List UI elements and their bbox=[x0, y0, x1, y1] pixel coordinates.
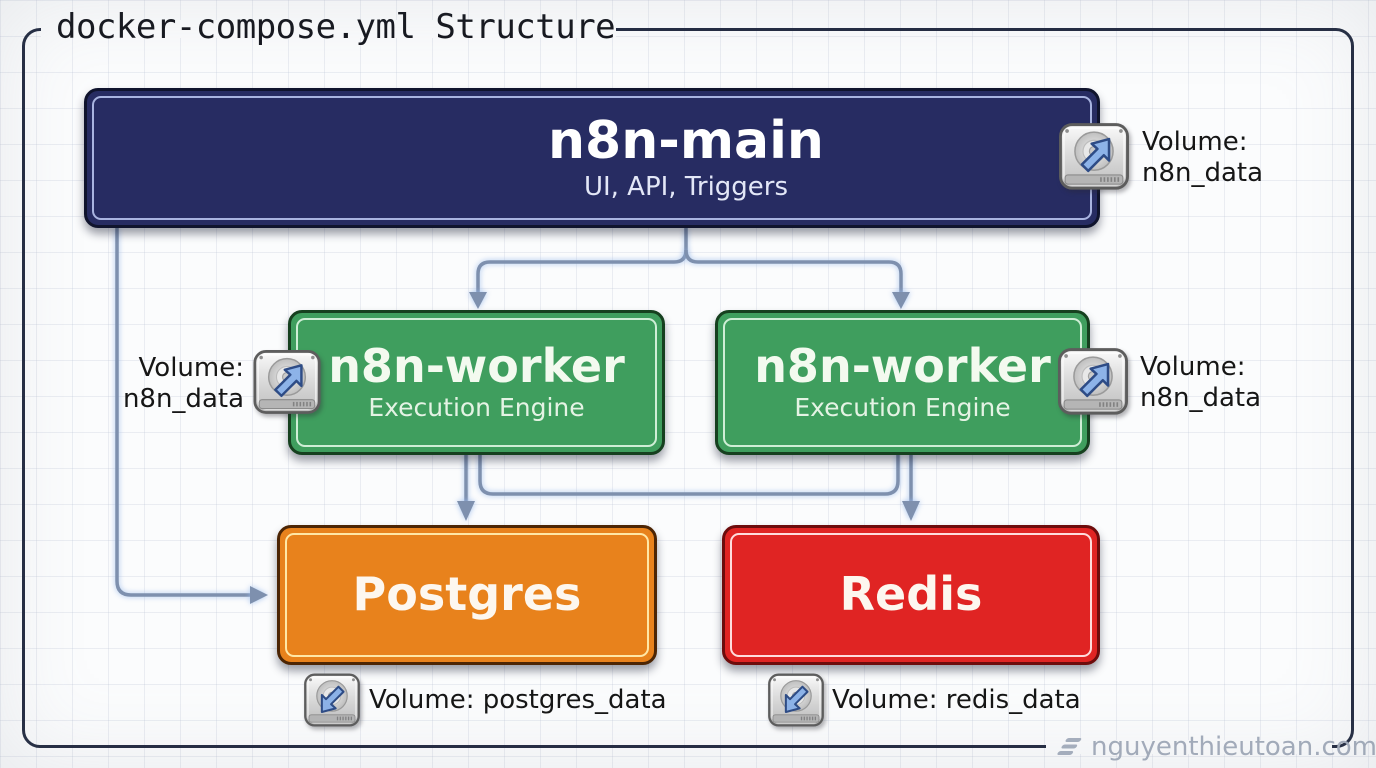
node-postgres-title: Postgres bbox=[352, 567, 582, 622]
node-n8n-main: n8n-main UI, API, Triggers bbox=[84, 88, 1100, 228]
layers-slash-icon bbox=[1057, 738, 1082, 755]
page-title: docker-compose.yml Structure bbox=[56, 7, 616, 47]
node-n8n-worker-right: n8n-worker Execution Engine bbox=[715, 310, 1090, 455]
node-n8n-main-subtitle: UI, API, Triggers bbox=[583, 171, 789, 202]
disk-icon bbox=[766, 671, 826, 730]
frame-watermark-gap bbox=[1046, 740, 1332, 754]
node-n8n-worker-right-title: n8n-worker bbox=[754, 338, 1051, 393]
node-n8n-worker-left: n8n-worker Execution Engine bbox=[288, 310, 665, 455]
node-redis: Redis bbox=[722, 525, 1100, 665]
node-postgres: Postgres bbox=[277, 525, 657, 665]
edge-main-to-worker-right bbox=[684, 249, 903, 294]
edge-main-to-postgres bbox=[115, 228, 250, 597]
frame-title-gap bbox=[41, 20, 616, 38]
watermark-text: nguyenthieutoan.com bbox=[1091, 732, 1376, 762]
node-n8n-worker-left-title: n8n-worker bbox=[328, 338, 625, 393]
edge-worker-to-worker-bus bbox=[478, 455, 900, 496]
disk-icon bbox=[1056, 120, 1132, 194]
node-n8n-main-title: n8n-main bbox=[548, 111, 824, 172]
node-n8n-worker-left-subtitle: Execution Engine bbox=[368, 393, 585, 423]
volume-label-worker-left: Volume: n8n_data bbox=[122, 353, 244, 415]
disk-icon bbox=[251, 347, 323, 418]
volume-label-redis: Volume: redis_data bbox=[832, 685, 1081, 715]
watermark: nguyenthieutoan.com bbox=[1056, 732, 1376, 762]
node-redis-title: Redis bbox=[839, 567, 983, 622]
volume-label-postgres: Volume: postgres_data bbox=[369, 685, 667, 715]
disk-icon bbox=[1055, 345, 1131, 419]
volume-label-worker-right: Volume: n8n_data bbox=[1140, 352, 1262, 414]
page-border-frame bbox=[22, 28, 1354, 748]
disk-icon bbox=[302, 671, 362, 730]
volume-label-n8n-main: Volume: n8n_data bbox=[1142, 127, 1264, 189]
node-n8n-worker-right-subtitle: Execution Engine bbox=[794, 393, 1011, 423]
